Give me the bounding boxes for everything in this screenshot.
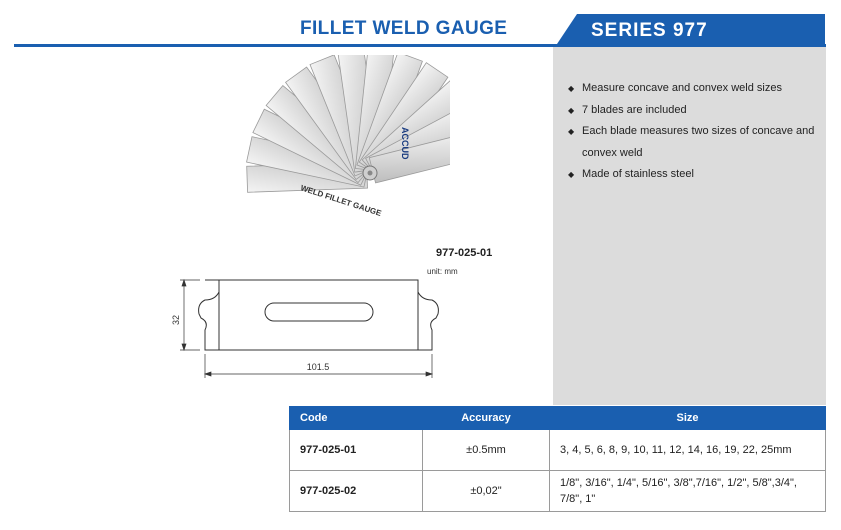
gauge-product-image: WELD FILLET GAUGE ACCUD: [246, 55, 450, 218]
row-code: 977-025-01: [289, 429, 423, 471]
spec-table: Code Accuracy Size 977-025-01 ±0.5mm 3, …: [289, 406, 826, 512]
blade-outline: [198, 279, 439, 351]
row-accuracy: ±0,02": [422, 470, 550, 512]
brand-logo: ACCUD: [400, 127, 410, 160]
header-rule: [14, 44, 826, 47]
height-dimension: 32: [171, 315, 181, 325]
row-code: 977-025-02: [289, 470, 423, 512]
header-code: Code: [289, 406, 423, 430]
feature-item: ◆Each blade measures two sizes of concav…: [568, 121, 818, 164]
page-title: FILLET WELD GAUGE: [300, 18, 508, 39]
feature-list: ◆Measure concave and convex weld sizes ◆…: [568, 78, 818, 186]
feature-item: ◆7 blades are included: [568, 100, 818, 122]
diamond-bullet-icon: ◆: [568, 127, 575, 136]
blade-technical-drawing: 32 101.5: [171, 278, 439, 378]
table-header-row: Code Accuracy Size: [289, 406, 826, 430]
row-size: 3, 4, 5, 6, 8, 9, 10, 11, 12, 14, 16, 19…: [549, 429, 826, 471]
row-size: 1/8", 3/16", 1/4", 5/16", 3/8",7/16", 1/…: [549, 470, 826, 512]
diamond-bullet-icon: ◆: [568, 170, 575, 179]
table-row: 977-025-02 ±0,02" 1/8", 3/16", 1/4", 5/1…: [289, 470, 826, 512]
width-dimension: 101.5: [307, 362, 330, 372]
product-code-label: 977-025-01: [436, 247, 493, 259]
feature-item: ◆Made of stainless steel: [568, 164, 818, 186]
table-row: 977-025-01 ±0.5mm 3, 4, 5, 6, 8, 9, 10, …: [289, 429, 826, 471]
series-banner: SERIES 977: [555, 14, 825, 47]
diamond-bullet-icon: ◆: [568, 105, 575, 115]
features-panel: [553, 47, 826, 405]
series-label: SERIES 977: [591, 20, 708, 41]
unit-label: unit: mm: [427, 267, 458, 276]
pivot-center-icon: [367, 170, 373, 176]
header-accuracy: Accuracy: [422, 406, 550, 430]
gauge-blades: [246, 55, 450, 193]
feature-item: ◆Measure concave and convex weld sizes: [568, 78, 818, 100]
header-size: Size: [549, 406, 826, 430]
diamond-bullet-icon: ◆: [568, 84, 575, 93]
row-accuracy: ±0.5mm: [422, 429, 550, 471]
dimension-lines: [180, 278, 434, 378]
